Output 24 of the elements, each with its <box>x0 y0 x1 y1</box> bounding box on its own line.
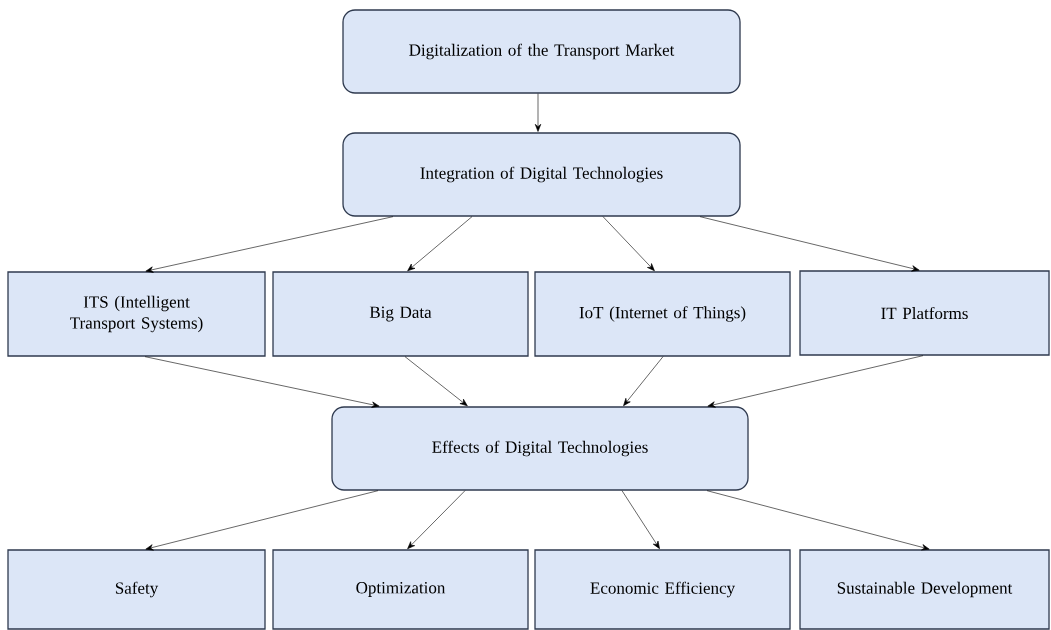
rounded-box: Digitalization of the Transport Market <box>342 9 741 94</box>
arrow <box>407 216 473 272</box>
box: Big Data <box>272 271 529 357</box>
rounded-box: Integration of Digital Technologies <box>342 132 741 217</box>
box: Economic Efficiency <box>534 549 791 630</box>
box: IT Platforms <box>799 270 1050 356</box>
arrow <box>621 490 660 549</box>
arrow <box>145 490 379 551</box>
box: ITS (Intelligent Transport Systems) <box>7 271 266 357</box>
box: IoT (Internet of Things) <box>534 271 791 357</box>
arrow <box>623 356 664 406</box>
arrow <box>706 490 930 551</box>
box: Optimization <box>272 549 529 630</box>
rounded-box: Effects of Digital Technologies <box>331 406 749 491</box>
box: Sustainable Development <box>799 549 1050 630</box>
box: Safety <box>7 549 266 630</box>
arrow <box>145 216 394 273</box>
arrow <box>407 490 466 550</box>
arrow <box>404 356 468 407</box>
arrow <box>602 216 655 272</box>
arrow <box>707 355 924 408</box>
arrow <box>144 356 380 408</box>
arrow <box>534 93 542 132</box>
arrow <box>699 216 920 272</box>
